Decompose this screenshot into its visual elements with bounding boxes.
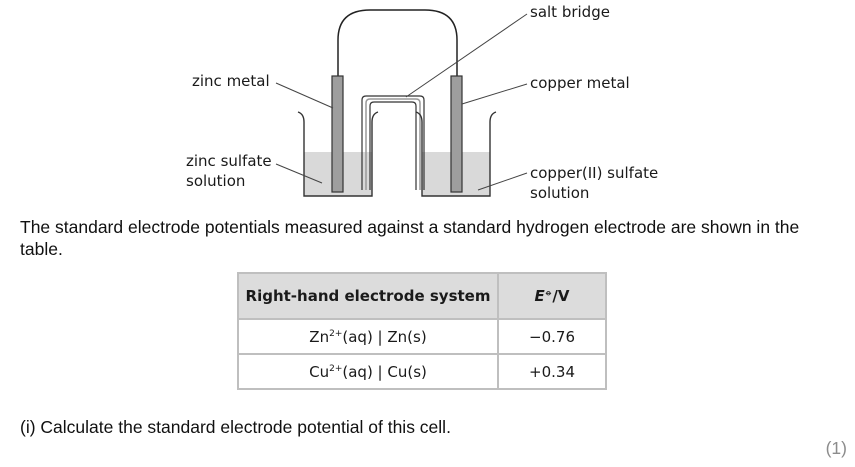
unit-volts: /V (552, 287, 570, 305)
ion-charge: 2+ (329, 328, 343, 339)
ion-symbol: Zn (309, 327, 330, 346)
label-zinc-sulfate-solution: zinc sulfate solution (186, 151, 272, 191)
ion-symbol: Cu (309, 362, 330, 381)
table-row: Zn2+(aq) | Zn(s) −0.76 (237, 318, 607, 355)
electrode-potentials-table: Right-hand electrode system E⦵/V Zn2+(aq… (237, 272, 607, 390)
label-salt-bridge: salt bridge (530, 3, 610, 21)
half-cell-rest: (aq) | Zn(s) (342, 327, 427, 346)
external-wire (337, 9, 458, 78)
label-copper-sulfate-line2: solution (530, 184, 590, 202)
salt-bridge (361, 95, 425, 190)
leader-copper-metal (461, 83, 528, 105)
label-copper-sulfate-solution: copper(II) sulfate solution (530, 163, 658, 203)
label-copper-sulfate-line1: copper(II) sulfate (530, 164, 659, 182)
leader-zinc-sulfate (275, 163, 323, 184)
leader-zinc-metal (275, 82, 334, 109)
ion-charge: 2+ (329, 363, 343, 374)
marks-indicator: (1) (825, 438, 847, 458)
cell-copper-potential: +0.34 (497, 353, 607, 390)
right-beaker (415, 111, 497, 197)
intro-text: The standard electrode potentials measur… (20, 217, 800, 259)
question-text: (i) Calculate the standard electrode pot… (20, 417, 451, 437)
copper-electrode (450, 75, 463, 193)
e-symbol: E (534, 287, 545, 305)
cell-zinc-system: Zn2+(aq) | Zn(s) (237, 318, 499, 355)
electrochemical-cell-diagram (275, 9, 528, 197)
header-electrode-system: Right-hand electrode system (237, 272, 499, 320)
standard-symbol: ⦵ (544, 288, 553, 298)
zinc-electrode (331, 75, 344, 193)
leader-copper-sulfate (477, 172, 528, 191)
label-zinc-sulfate-line2: solution (186, 172, 246, 190)
label-zinc-sulfate-line1: zinc sulfate (186, 152, 272, 170)
half-cell-rest: (aq) | Cu(s) (342, 362, 427, 381)
cell-copper-system: Cu2+(aq) | Cu(s) (237, 353, 499, 390)
label-copper-metal: copper metal (530, 74, 630, 92)
label-zinc-metal: zinc metal (192, 72, 270, 90)
leader-salt-bridge (405, 13, 528, 98)
left-beaker (297, 111, 379, 197)
header-standard-potential: E⦵/V (497, 272, 607, 320)
table-row: Cu2+(aq) | Cu(s) +0.34 (237, 353, 607, 390)
cell-zinc-potential: −0.76 (497, 318, 607, 355)
table-header-row: Right-hand electrode system E⦵/V (237, 272, 607, 320)
